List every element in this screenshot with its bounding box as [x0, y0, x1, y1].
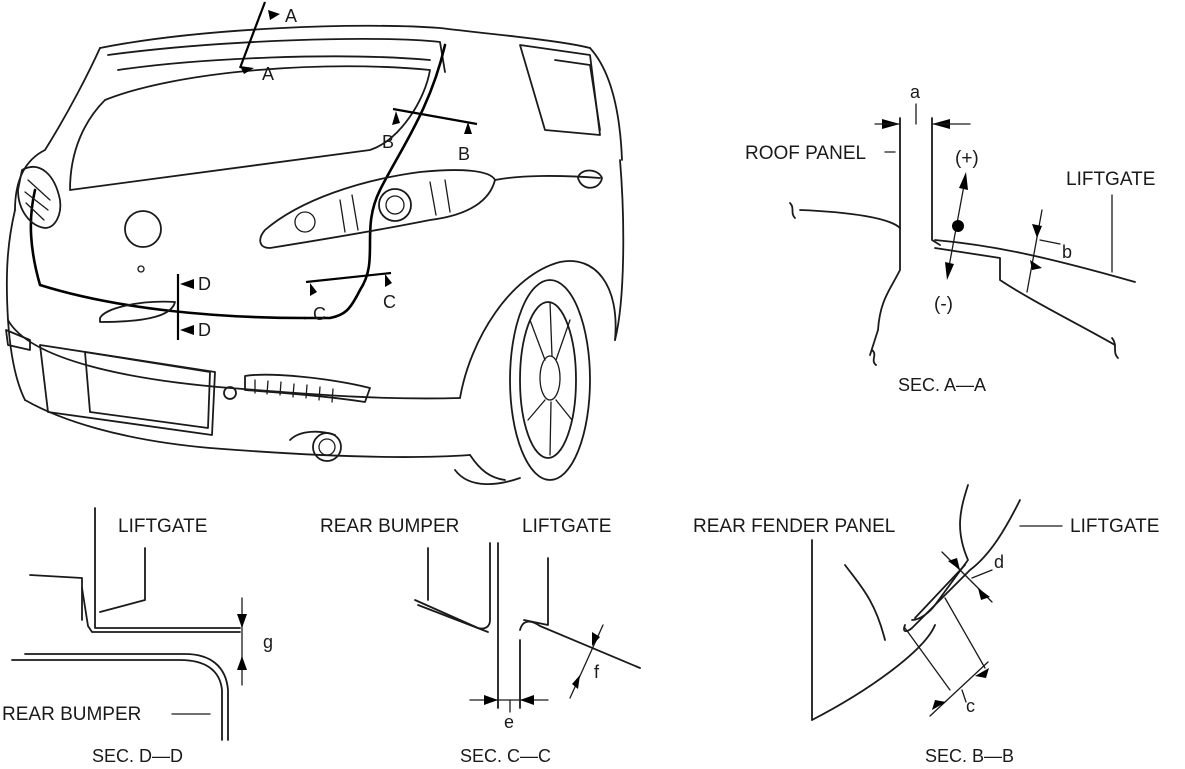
rear-bumper-label-cc: REAR BUMPER: [320, 516, 459, 537]
liftgate-label-dd: LIFTGATE: [118, 516, 207, 537]
dim-c-label: c: [966, 696, 975, 716]
section-cc-title: SEC. C—C: [460, 746, 551, 766]
dim-d-label: d: [994, 552, 1004, 572]
section-bb: d c REAR FENDER PANEL LIFTGATE SEC. B—B: [693, 484, 1159, 766]
cut-marker-c-left: C: [313, 304, 326, 324]
section-aa: a (+) (-) b ROOF PANEL LIFTGATE SEC. A—A: [745, 82, 1155, 395]
car-rear-view: A A B B C C D D: [5, 1, 625, 486]
liftgate-label-cc: LIFTGATE: [522, 516, 611, 537]
section-bb-title: SEC. B—B: [925, 746, 1014, 766]
cut-marker-a-bottom: A: [262, 64, 274, 84]
cut-marker-b-right: B: [458, 144, 470, 164]
section-aa-title: SEC. A—A: [898, 375, 986, 395]
section-cc: e f REAR BUMPER LIFTGATE SEC. C—C: [320, 516, 641, 766]
dim-e-label: e: [504, 712, 514, 732]
dim-b-label: b: [1062, 242, 1072, 262]
cut-marker-b-left: B: [382, 132, 394, 152]
rear-bumper-label-dd: REAR BUMPER: [2, 704, 141, 725]
rear-fender-panel-label: REAR FENDER PANEL: [693, 516, 895, 537]
section-dd: g LIFTGATE REAR BUMPER SEC. D—D: [2, 507, 273, 766]
section-dd-title: SEC. D—D: [92, 746, 183, 766]
liftgate-label-bb: LIFTGATE: [1070, 516, 1159, 537]
liftgate-label-aa: LIFTGATE: [1066, 169, 1155, 190]
cut-marker-d-top: D: [198, 274, 211, 294]
cut-marker-a-top: A: [285, 6, 297, 26]
dim-a-label: a: [910, 82, 921, 102]
adjust-plus-label: (+): [955, 148, 979, 169]
adjust-minus-label: (-): [934, 294, 953, 315]
cut-marker-c-right: C: [383, 292, 396, 312]
roof-panel-label: ROOF PANEL: [745, 143, 866, 164]
cut-marker-d-bottom: D: [198, 320, 211, 340]
dim-g-label: g: [263, 632, 273, 652]
dim-f-label: f: [594, 662, 600, 682]
